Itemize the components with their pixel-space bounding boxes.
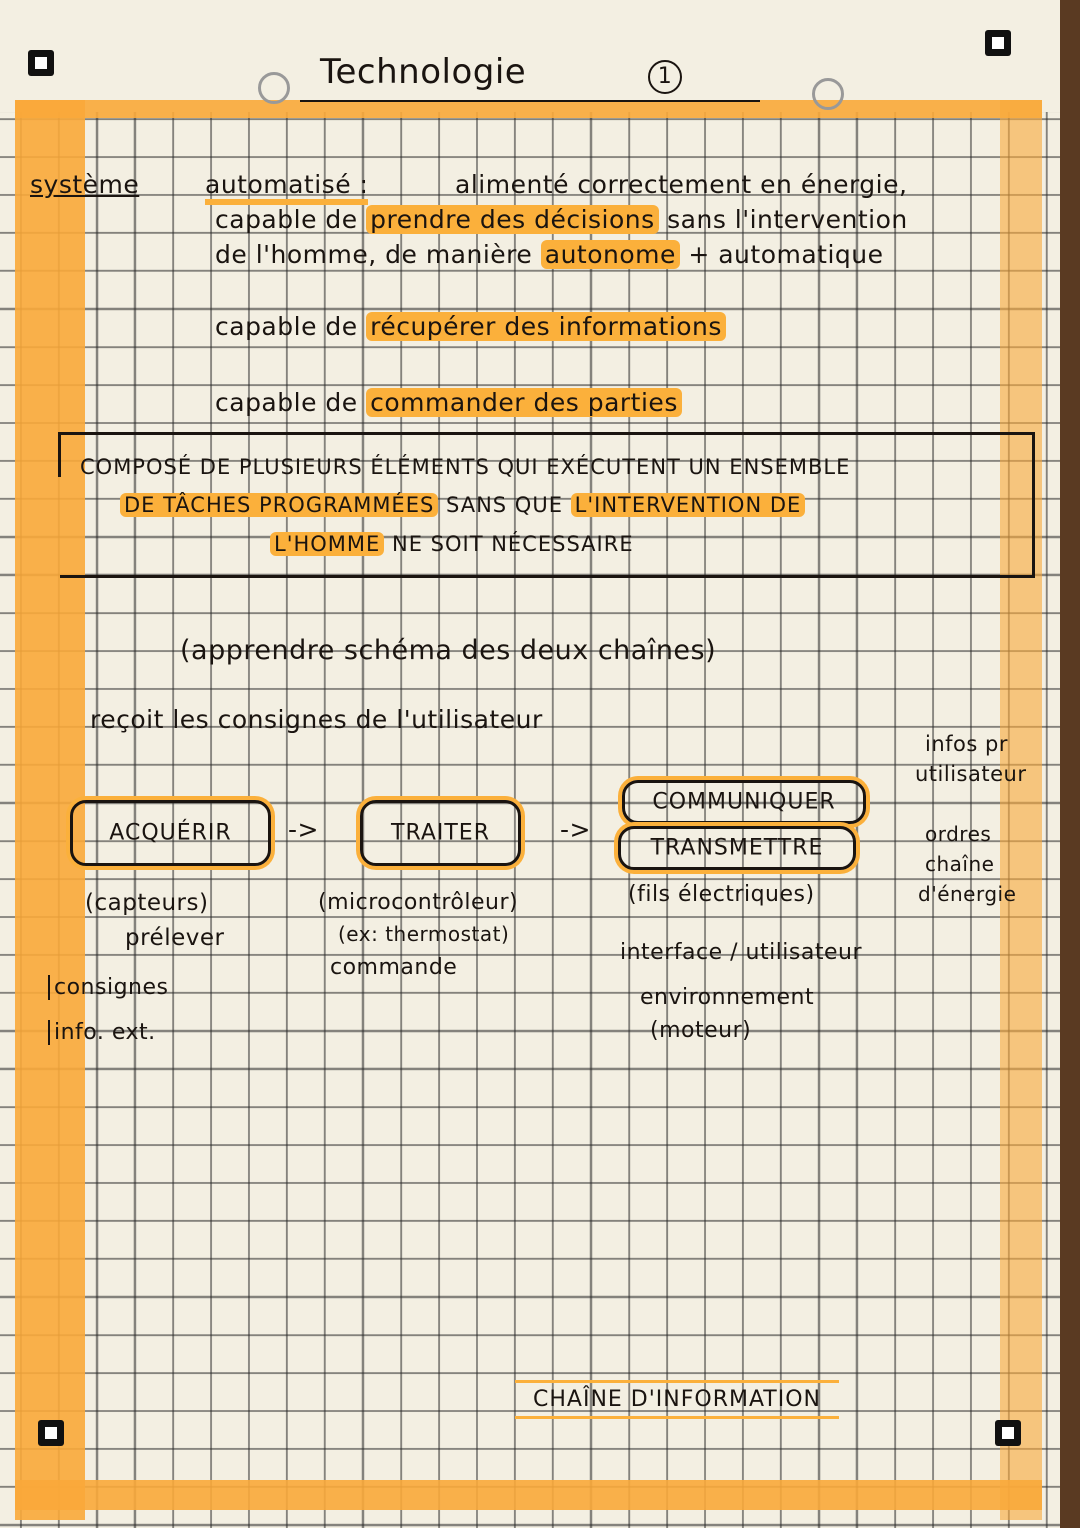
definition-line-3: de l'homme, de manière autonome + automa… <box>215 240 884 269</box>
diagram-instruction: (apprendre schéma des deux chaînes) <box>180 635 717 666</box>
text: capable de <box>215 312 358 341</box>
page-number: 1 <box>648 60 682 94</box>
corner-marker-icon <box>38 1420 64 1446</box>
acquerir-side-1: consignes <box>48 975 168 1000</box>
note-box-bottom <box>60 575 1035 578</box>
note-box-left <box>58 432 61 477</box>
highlighted-text: prendre des décisions <box>366 205 659 234</box>
box-label: TRANSMETTRE <box>650 835 824 861</box>
corner-marker-icon <box>985 30 1011 56</box>
definition-term: système <box>30 170 140 199</box>
box-label: TRAITER <box>391 820 490 846</box>
note-line-1: COMPOSÉ DE PLUSIEURS ÉLÉMENTS QUI EXÉCUT… <box>80 455 851 479</box>
definition-line-2: capable de prendre des décisions sans l'… <box>215 205 908 234</box>
transmettre-sub-1: (fils électriques) <box>628 882 815 907</box>
top-highlight <box>15 100 1042 118</box>
right-note-2c: d'énergie <box>918 882 1017 906</box>
text: capable de <box>215 388 358 417</box>
communiquer-box: COMMUNIQUER <box>622 780 866 824</box>
right-margin-highlight <box>1000 100 1042 1520</box>
transmettre-box: TRANSMETTRE <box>618 826 856 870</box>
right-note-2b: chaîne <box>925 852 995 876</box>
note-box-top <box>60 432 1035 435</box>
right-note-1b: utilisateur <box>915 762 1027 786</box>
punch-hole-icon <box>258 72 290 104</box>
definition-term-2: automatisé : <box>205 170 369 205</box>
highlighted-text: autonome <box>540 240 680 269</box>
highlighted-text: DE TÂCHES PROGRAMMÉES <box>120 493 439 517</box>
note-box-right <box>1032 432 1035 577</box>
text: capable de <box>215 205 358 234</box>
title-underline <box>300 100 760 102</box>
corner-marker-icon <box>28 50 54 76</box>
arrow-icon: -> <box>288 815 319 844</box>
text: de l'homme, de manière <box>215 240 533 269</box>
traiter-sub-2: (ex: thermostat) <box>338 922 510 946</box>
right-note-1a: infos pr <box>925 732 1008 756</box>
page-header-area <box>0 0 1060 112</box>
text: SANS QUE <box>446 493 563 517</box>
diagram-intro: reçoit les consignes de l'utilisateur <box>90 705 543 734</box>
page-title: Technologie <box>320 52 527 92</box>
highlighted-text: commander des parties <box>366 388 682 417</box>
traiter-sub-3: commande <box>330 955 458 980</box>
note-line-3: L'HOMME NE SOIT NÉCESSAIRE <box>270 532 634 556</box>
arrow-icon: -> <box>560 815 591 844</box>
text: sans l'intervention <box>667 205 908 234</box>
highlighted-text: récupérer des informations <box>366 312 726 341</box>
acquerir-sub-2: prélever <box>125 925 225 951</box>
text: NE SOIT NÉCESSAIRE <box>392 532 634 556</box>
chain-label: CHAÎNE D'INFORMATION <box>515 1380 840 1419</box>
text: + automatique <box>688 240 884 269</box>
transmettre-sub-3: environnement <box>640 985 815 1010</box>
highlighted-text: L'INTERVENTION DE <box>570 493 806 517</box>
punch-hole-icon <box>812 78 844 110</box>
transmettre-sub-4: (moteur) <box>650 1018 752 1043</box>
transmettre-sub-2: interface / utilisateur <box>620 940 863 965</box>
corner-marker-icon <box>995 1420 1021 1446</box>
note-line-2: DE TÂCHES PROGRAMMÉES SANS QUE L'INTERVE… <box>120 493 806 517</box>
highlighted-text: L'HOMME <box>270 532 385 556</box>
acquerir-sub-1: (capteurs) <box>85 890 209 916</box>
bottom-highlight <box>15 1480 1042 1510</box>
definition-line-1: alimenté correctement en énergie, <box>455 170 908 199</box>
box-label: ACQUÉRIR <box>109 820 232 846</box>
traiter-sub-1: (microcontrôleur) <box>318 890 519 915</box>
traiter-box: TRAITER <box>360 800 521 866</box>
acquerir-side-2: info. ext. <box>48 1020 156 1045</box>
acquerir-box: ACQUÉRIR <box>70 800 271 866</box>
box-label: COMMUNIQUER <box>652 789 836 815</box>
definition-line-5: capable de commander des parties <box>215 388 682 417</box>
right-note-2a: ordres <box>925 822 992 846</box>
definition-line-4: capable de récupérer des informations <box>215 312 726 341</box>
